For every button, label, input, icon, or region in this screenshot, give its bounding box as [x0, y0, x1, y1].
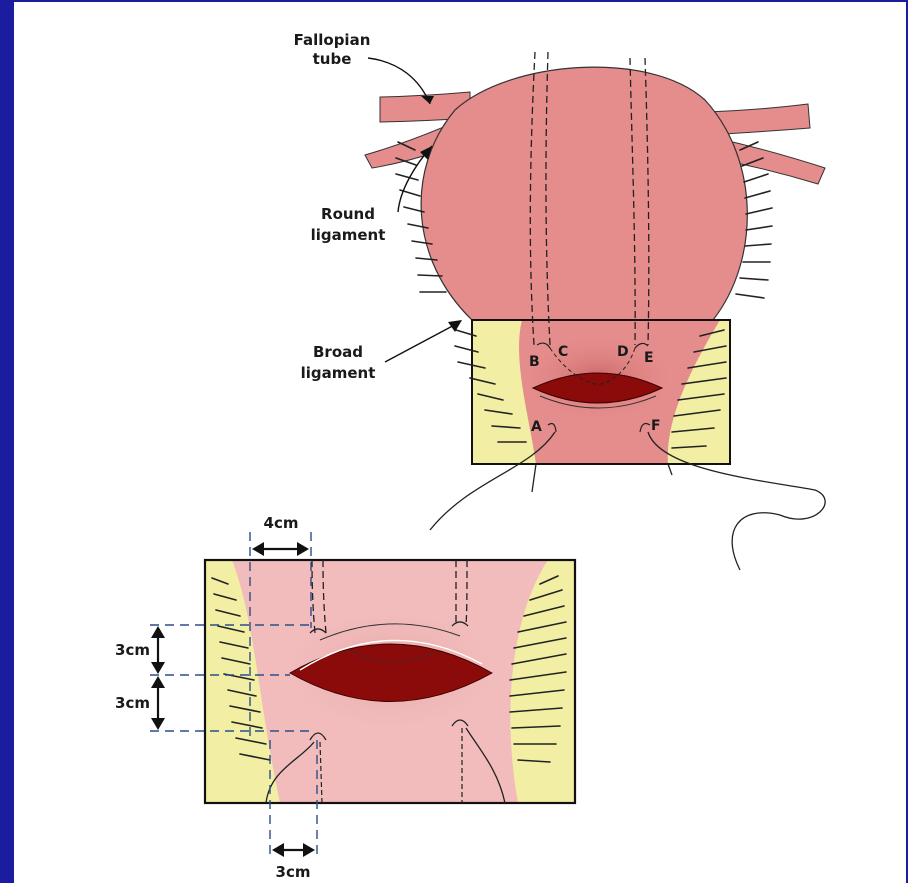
broad-ligament-arrow: [385, 322, 460, 362]
point-b-label: B: [529, 354, 540, 370]
bottom-figure: 4cm 3cm 3cm 3cm: [115, 514, 575, 881]
point-a-label: A: [531, 419, 542, 435]
uterus-body: [421, 67, 747, 320]
point-c-label: C: [558, 344, 568, 360]
broad-ligament-label-line2: ligament: [301, 364, 376, 382]
width-3cm-label: 3cm: [276, 863, 311, 881]
point-f-label: F: [651, 418, 661, 434]
fallopian-tube-label-line1: Fallopian: [294, 31, 371, 49]
top-figure: B C D E A F Fallopian tube Round ligamen…: [294, 31, 826, 570]
height-lower-3cm-label: 3cm: [115, 694, 150, 712]
point-d-label: D: [617, 344, 629, 360]
broad-ligament-label-line1: Broad: [313, 343, 363, 361]
point-e-label: E: [644, 350, 654, 366]
fallopian-tube-label-line2: tube: [313, 50, 352, 68]
height-upper-3cm-label: 3cm: [115, 641, 150, 659]
round-ligament-label-line2: ligament: [311, 226, 386, 244]
round-ligament-label-line1: Round: [321, 205, 375, 223]
width-4cm-label: 4cm: [264, 514, 299, 532]
